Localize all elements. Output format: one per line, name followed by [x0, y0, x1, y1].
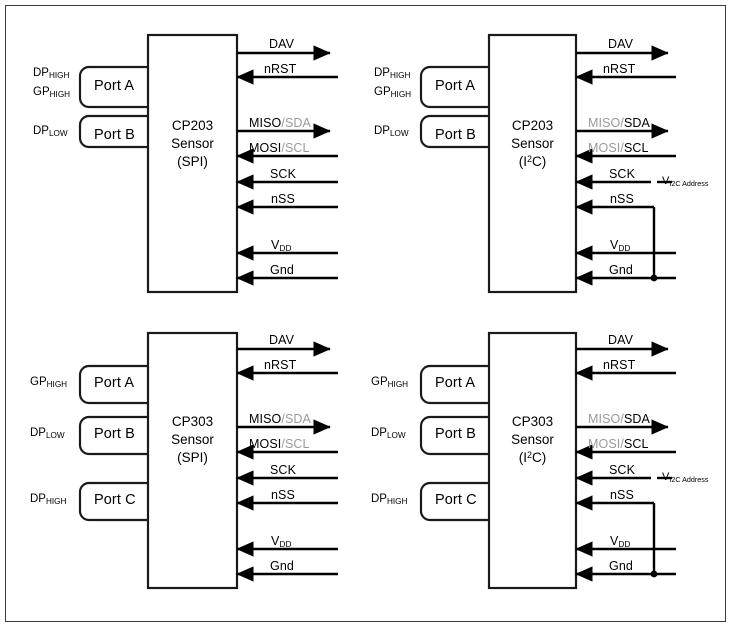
i2c-address-voltage-label: VI2C Address [662, 471, 709, 484]
signal-label-nss: nSS [271, 192, 295, 206]
chip-name-cp303-spi: CP303 Sensor (SPI) [148, 413, 237, 467]
port-shape-cp303-i2c-a [419, 364, 489, 405]
signal-label-gnd: Gnd [609, 559, 633, 573]
chip-kind: Sensor [511, 135, 554, 151]
junction-dot-gnd [650, 570, 658, 578]
port-label-b: Port B [435, 426, 476, 442]
port-label-c: Port C [94, 492, 136, 508]
block-cp203-i2c [419, 33, 676, 294]
signal-label-sck: SCK [609, 167, 636, 181]
chip-name-cp203-i2c: CP203 Sensor (I2C) [489, 117, 576, 171]
port-tag-gp-high: GPHIGH [374, 86, 412, 99]
signal-label-nss: nSS [610, 192, 634, 206]
signal-label-dav: DAV [608, 333, 634, 347]
port-shape-cp203-i2c-b [419, 114, 489, 149]
chip-part-number: CP203 [171, 118, 214, 133]
port-tag-dp-high: DPHIGH [33, 67, 70, 80]
signal-label-gnd: Gnd [270, 559, 294, 573]
port-tag-dp-low: DPLOW [371, 427, 406, 440]
signal-label-mosi-scl: MOSI/SCL [588, 141, 649, 155]
signal-label-vdd: VDD [271, 534, 292, 549]
port-shape-cp303-spi-c [78, 481, 148, 522]
port-label-b: Port B [435, 127, 476, 143]
port-label-a: Port A [435, 78, 476, 94]
chip-name-cp203-spi: CP203 Sensor (SPI) [148, 117, 237, 171]
block-cp203-spi [78, 33, 338, 294]
port-shape-cp203-spi-b [78, 114, 148, 149]
signal-label-sck: SCK [609, 463, 636, 477]
port-shape-cp303-i2c-c [419, 481, 489, 522]
port-label-b: Port B [94, 426, 135, 442]
port-shape-cp203-spi-a [78, 65, 148, 109]
signal-label-dav: DAV [608, 37, 634, 51]
chip-part-number: CP303 [511, 414, 554, 429]
port-tag-dp-low: DPLOW [33, 125, 68, 138]
i2c-address-voltage-label: VI2C Address [662, 175, 709, 188]
signal-label-miso-sda: MISO/SDA [249, 116, 311, 130]
signal-label-nrst: nRST [264, 62, 297, 76]
chip-part-number: CP303 [171, 414, 214, 429]
signal-label-dav: DAV [269, 37, 295, 51]
chip-body-cp203-spi [146, 33, 239, 294]
block-cp303-i2c [419, 331, 676, 590]
port-label-b: Port B [94, 127, 135, 143]
signal-label-mosi-scl: MOSI/SCL [249, 141, 310, 155]
port-tag-gp-high: GPHIGH [33, 86, 71, 99]
port-tag-dp-high: DPHIGH [371, 493, 408, 506]
signal-label-nrst: nRST [264, 358, 297, 372]
chip-part-number: CP203 [511, 118, 554, 133]
chip-interface: (SPI) [177, 153, 208, 169]
port-tag-gp-high: GPHIGH [30, 376, 68, 389]
port-shape-cp303-spi-a [78, 364, 148, 405]
signal-label-miso-sda: MISO/SDA [249, 412, 311, 426]
port-tag-dp-high: DPHIGH [30, 493, 67, 506]
chip-interface: (I2C) [518, 153, 547, 169]
signal-label-vdd: VDD [610, 534, 631, 549]
port-tag-gp-high: GPHIGH [371, 376, 409, 389]
port-label-c: Port C [435, 492, 477, 508]
chip-kind: Sensor [171, 135, 214, 151]
port-shape-cp203-i2c-a [419, 65, 489, 109]
chip-kind: Sensor [171, 431, 214, 447]
signal-label-sck: SCK [270, 167, 297, 181]
chip-kind: Sensor [511, 431, 554, 447]
signal-label-mosi-scl: MOSI/SCL [249, 437, 310, 451]
port-shape-cp303-spi-b [78, 415, 148, 456]
chip-name-cp303-i2c: CP303 Sensor (I2C) [489, 413, 576, 467]
port-tag-dp-low: DPLOW [374, 125, 409, 138]
chip-interface: (I2C) [518, 449, 547, 465]
signal-label-sck: SCK [270, 463, 297, 477]
port-tag-dp-high: DPHIGH [374, 67, 411, 80]
port-tag-dp-low: DPLOW [30, 427, 65, 440]
port-label-a: Port A [435, 375, 476, 391]
signal-label-nrst: nRST [603, 62, 636, 76]
block-cp303-spi [78, 331, 338, 590]
signal-label-vdd: VDD [610, 238, 631, 253]
signal-label-vdd: VDD [271, 238, 292, 253]
chip-body-cp203-i2c [487, 33, 578, 294]
chip-body-cp303-spi [146, 331, 239, 590]
signal-label-nrst: nRST [603, 358, 636, 372]
signal-label-mosi-scl: MOSI/SCL [588, 437, 649, 451]
signal-label-gnd: Gnd [609, 263, 633, 277]
signal-label-miso-sda: MISO/SDA [588, 412, 650, 426]
chip-interface: (SPI) [177, 449, 208, 465]
signal-label-miso-sda: MISO/SDA [588, 116, 650, 130]
junction-dot-gnd [650, 274, 658, 282]
port-label-a: Port A [94, 78, 135, 94]
signal-label-nss: nSS [271, 488, 295, 502]
chip-body-cp303-i2c [487, 331, 578, 590]
port-label-a: Port A [94, 375, 135, 391]
signal-label-gnd: Gnd [270, 263, 294, 277]
signal-label-dav: DAV [269, 333, 295, 347]
port-shape-cp303-i2c-b [419, 415, 489, 456]
signal-label-nss: nSS [610, 488, 634, 502]
